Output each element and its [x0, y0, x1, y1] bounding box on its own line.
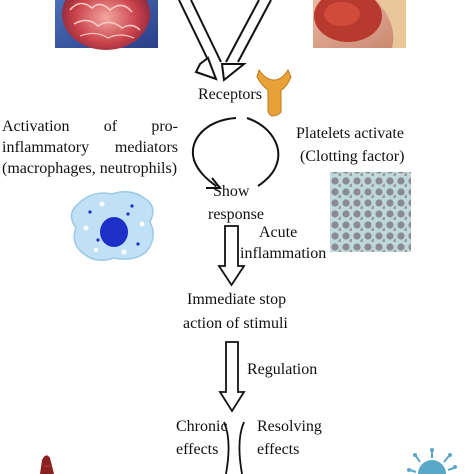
regulation-arrow	[218, 341, 246, 413]
top-right-arrow	[220, 0, 272, 82]
resolving-label: Resolving	[257, 418, 322, 435]
tissue-fragment-image	[40, 455, 54, 474]
chronic-label: Chronic	[176, 418, 228, 435]
immediate-stop-label: Immediate stop	[187, 291, 287, 308]
regulation-label: Regulation	[247, 361, 318, 378]
activation-line-3: (macrophages, neutrophils)	[2, 160, 178, 177]
top-left-arrow	[178, 0, 222, 81]
activation-line-1: Activation of pro-	[2, 116, 178, 137]
platelets-label-line2: (Clotting factor)	[300, 148, 405, 165]
mediators-word: mediators	[114, 139, 178, 156]
inflammatory-word: inflammatory	[2, 139, 90, 156]
inflammation-label: inflammation	[240, 245, 327, 262]
of-word: of	[103, 118, 118, 135]
platelets-micrograph-image	[330, 172, 411, 252]
response-label: response	[208, 206, 264, 223]
feedback-cycle	[191, 117, 280, 189]
activation-word: Activation	[2, 118, 70, 135]
activation-line-2: inflammatory mediators	[2, 137, 178, 158]
acute-label: Acute	[259, 224, 298, 241]
pro-word: pro-	[151, 118, 178, 135]
chronic-effects-label: effects	[176, 441, 219, 458]
show-label: Show	[213, 183, 250, 200]
activation-mediators-text: Activation of pro- inflammatory mediator…	[2, 116, 178, 179]
action-of-stimuli-label: action of stimuli	[183, 315, 288, 332]
receptor-icon	[256, 68, 292, 117]
wound-image	[313, 0, 406, 48]
platelets-label-line1: Platelets activate	[296, 125, 404, 142]
resolving-effects-label: effects	[257, 441, 300, 458]
virus-particle-image	[407, 448, 457, 474]
brain-image	[55, 0, 158, 50]
macrophage-cell-image	[70, 191, 154, 261]
receptors-label: Receptors	[198, 86, 262, 103]
split-lines	[223, 421, 245, 474]
acute-arrow	[217, 225, 246, 287]
